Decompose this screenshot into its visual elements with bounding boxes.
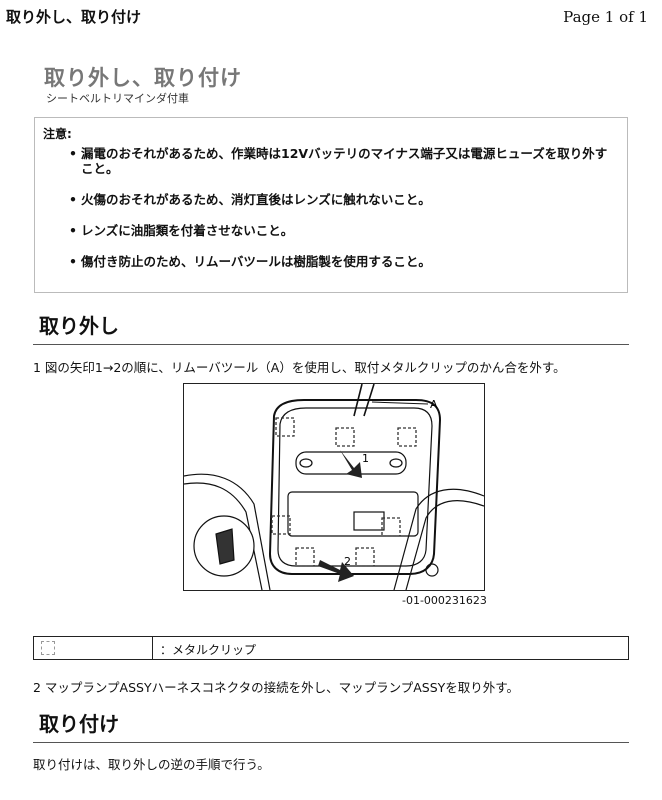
- inset-clip: [215, 528, 235, 565]
- metal-clip-icon: [41, 641, 55, 655]
- caution-item: 傷付き防止のため、リムーバツールは樹脂製を使用すること。: [69, 254, 617, 269]
- tool-label: A: [430, 398, 438, 411]
- roof-line-left: [184, 473, 271, 590]
- caution-box: 注意: 漏電のおそれがあるため、作業時は12Vバッテリのマイナス端子又は電源ヒュ…: [34, 117, 628, 293]
- caution-label: 注意:: [43, 127, 72, 141]
- caution-item: レンズに油脂類を付着させないこと。: [69, 223, 617, 238]
- clip-marker: [271, 515, 291, 535]
- remover-tool: [353, 384, 375, 417]
- arrow-1: [340, 450, 362, 478]
- lamp-sensor: [353, 511, 385, 531]
- arrow-2: [318, 560, 354, 582]
- installation-heading: 取り付け: [39, 712, 119, 736]
- roof-line-left-inner: [184, 482, 263, 590]
- lamp-lens: [287, 491, 419, 537]
- tool-leader-line: [371, 401, 429, 405]
- caution-list: 漏電のおそれがあるため、作業時は12Vバッテリのマイナス端子又は電源ヒューズを取…: [69, 146, 617, 285]
- installation-text: 取り付けは、取り外しの逆の手順で行う。: [33, 757, 270, 772]
- switch-right: [389, 458, 403, 468]
- arrow-1-label: 1: [362, 452, 369, 465]
- caution-item: 漏電のおそれがあるため、作業時は12Vバッテリのマイナス端子又は電源ヒューズを取…: [69, 146, 617, 176]
- clip-marker: [381, 517, 401, 537]
- legend-text: ：メタルクリップ: [160, 643, 257, 657]
- clip-marker: [355, 547, 375, 567]
- clip-marker: [397, 427, 417, 447]
- clip-marker: [275, 417, 295, 437]
- map-lamp-figure: 1 2 A: [183, 383, 485, 591]
- installation-divider: [33, 742, 629, 743]
- document-subtitle: シートベルトリマインダ付車: [46, 92, 189, 105]
- removal-divider: [33, 344, 629, 345]
- document-title: 取り外し、取り付け: [44, 66, 242, 90]
- caution-item: 火傷のおそれがあるため、消灯直後はレンズに触れないこと。: [69, 192, 617, 207]
- removal-heading: 取り外し: [39, 314, 119, 338]
- roof-line-right: [393, 488, 484, 590]
- legend-icon-cell: [34, 637, 153, 659]
- map-lamp-inner: [277, 407, 433, 567]
- header-title: 取り外し、取り付け: [6, 8, 142, 26]
- map-lamp-body: [268, 399, 442, 575]
- arrow-2-label: 2: [344, 555, 351, 568]
- bottom-knob: [425, 563, 439, 577]
- removal-step-2: 2 マップランプASSYハーネスコネクタの接続を外し、マップランプASSYを取り…: [33, 680, 520, 695]
- page-number: Page 1 of 1: [563, 8, 648, 26]
- clip-marker: [295, 547, 315, 567]
- legend-table: ：メタルクリップ: [33, 636, 629, 660]
- roof-line-right-inner: [405, 500, 484, 590]
- removal-step-1: 1 図の矢印1→2の順に、リムーバツール（A）を使用し、取付メタルクリップのかん…: [33, 360, 566, 375]
- figure-code: -01-000231623: [402, 594, 487, 607]
- map-lamp-diagram: 1 2 A: [184, 384, 484, 590]
- switch-left: [299, 458, 313, 468]
- clip-marker: [335, 427, 355, 447]
